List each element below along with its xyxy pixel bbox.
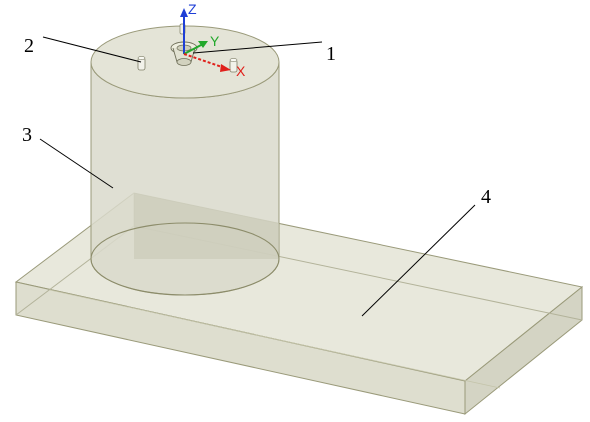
- x-axis-line: [183, 53, 226, 69]
- y-axis-label: Y: [210, 33, 220, 49]
- cylinder-bottom-ellipse: [90, 222, 280, 296]
- callout-1: 1: [326, 43, 336, 65]
- sensor-right[interactable]: [229, 58, 238, 73]
- cylinder-plate-overlap: [134, 193, 279, 259]
- z-axis-label: Z: [188, 1, 197, 17]
- leader-lines: [39, 36, 476, 317]
- callout-2: 2: [24, 35, 34, 57]
- callout-3: 3: [22, 124, 32, 146]
- base-plate-inner-edge: [49, 289, 501, 389]
- leader-line-1: [192, 41, 323, 54]
- x-axis-label: X: [236, 63, 246, 79]
- y-axis-line: [183, 43, 204, 55]
- z-axis-arrow-icon: [180, 8, 188, 17]
- cylinder-body[interactable]: [90, 25, 280, 296]
- x-axis-arrow-icon: [220, 64, 231, 72]
- leader-line-2: [42, 36, 142, 63]
- coordinate-triad: Z Y X: [180, 1, 246, 79]
- sensor-left[interactable]: [137, 56, 146, 71]
- leader-line-4: [361, 204, 476, 317]
- y-axis-arrow-icon: [198, 41, 208, 48]
- callout-4: 4: [481, 186, 491, 208]
- leader-line-3: [39, 138, 114, 189]
